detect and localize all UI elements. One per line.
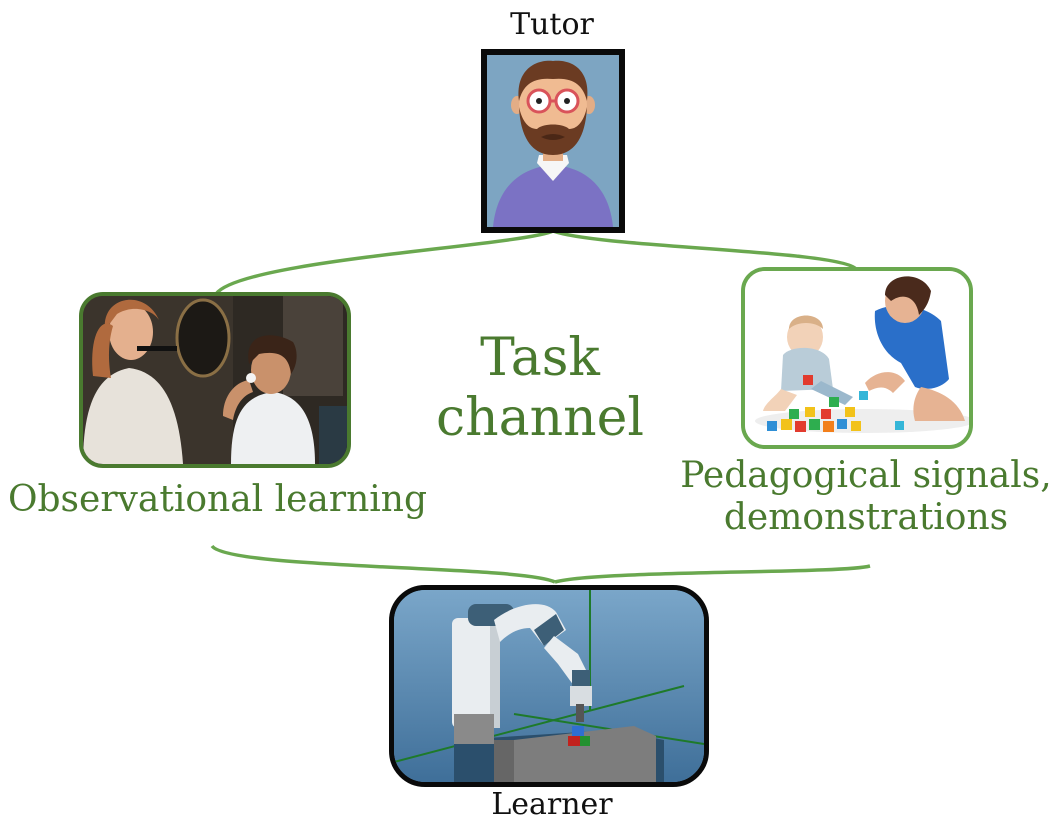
tutor-avatar-icon xyxy=(481,49,625,233)
task-channel-line1: Task xyxy=(480,328,600,388)
mother-child-brushing-teeth-photo xyxy=(79,292,351,468)
toy-blocks xyxy=(767,391,904,432)
task-channel-label: Task channel xyxy=(400,328,680,448)
robot-arm-simulation-icon xyxy=(389,585,709,787)
pedagogical-signals-line1: Pedagogical signals, xyxy=(680,455,1052,496)
pedagogical-signals-line2: demonstrations xyxy=(723,497,1009,538)
mother-baby-blocks-photo xyxy=(741,267,973,449)
observational-learning-label: Observational learning xyxy=(8,479,428,520)
learner-label: Learner xyxy=(491,787,613,822)
observational-to-learner-line xyxy=(210,544,556,584)
pedagogical-to-learner-line xyxy=(554,564,871,584)
tutor-label: Tutor xyxy=(510,7,594,42)
pedagogical-signals-label: Pedagogical signals, demonstrations xyxy=(680,455,1052,539)
tutor-to-pedagogical-line xyxy=(552,229,858,271)
task-channel-line2: channel xyxy=(436,388,644,448)
tutor-to-observational-line xyxy=(214,229,554,296)
